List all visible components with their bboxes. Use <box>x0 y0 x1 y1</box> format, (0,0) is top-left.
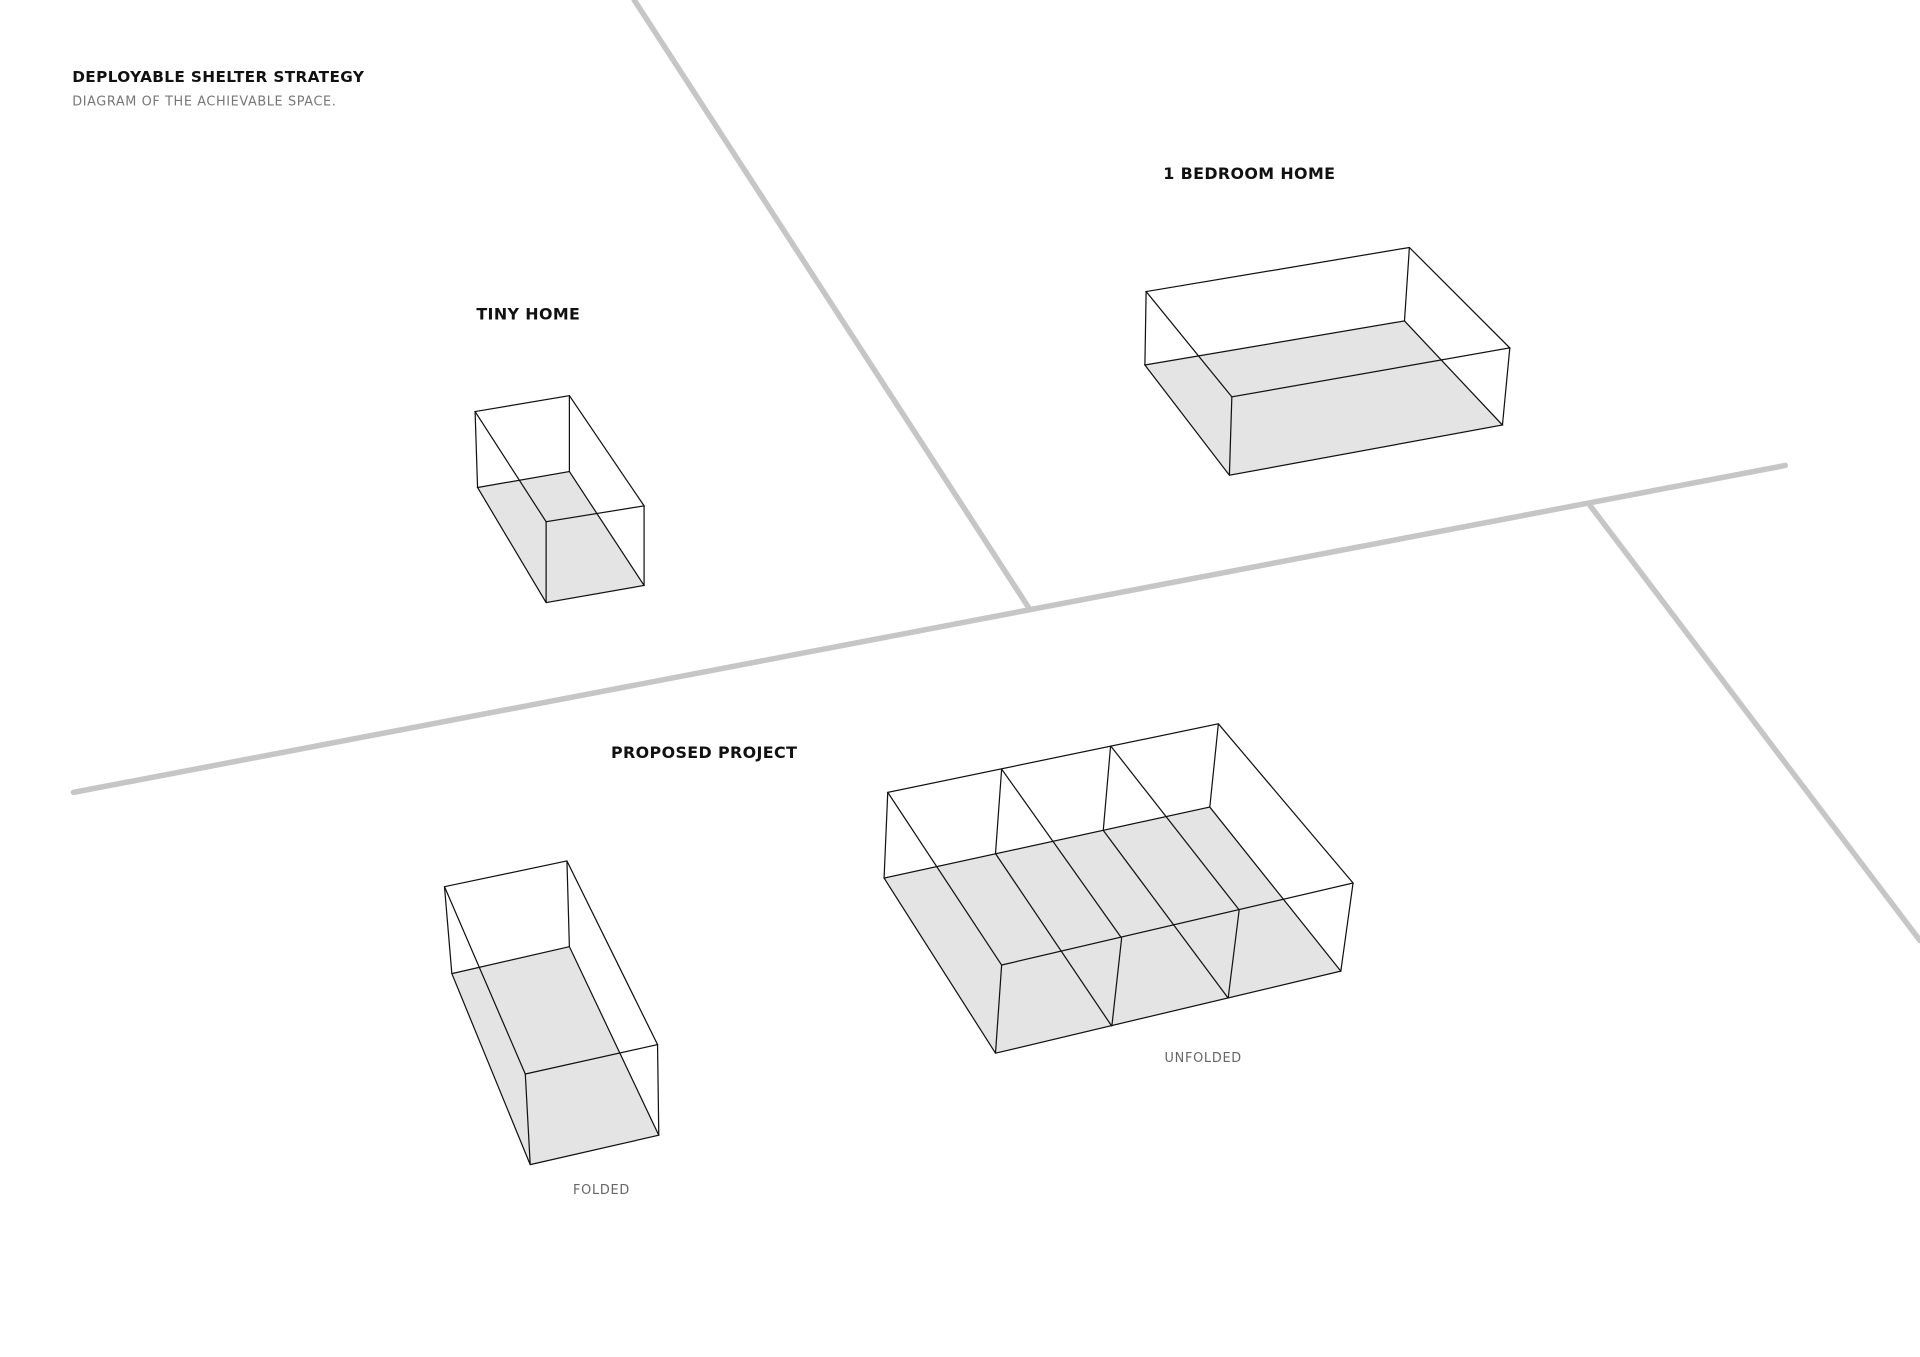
tiny-home-box <box>474 394 646 604</box>
label-tiny-home: TINY HOME <box>476 305 580 324</box>
label-1-bedroom-home: 1 BEDROOM HOME <box>1163 164 1335 183</box>
caption-folded: FOLDED <box>573 1183 630 1198</box>
diagram-title: DEPLOYABLE SHELTER STRATEGY <box>72 68 365 86</box>
folded-box <box>443 860 660 1166</box>
one-bedroom-box <box>1143 246 1512 476</box>
caption-unfolded: UNFOLDED <box>1164 1051 1241 1066</box>
unfolded-box <box>883 723 1355 1054</box>
divider-lines <box>70 0 1920 944</box>
label-proposed-project: PROPOSED PROJECT <box>611 743 797 762</box>
diagram-subtitle: DIAGRAM OF THE ACHIEVABLE SPACE. <box>72 94 336 109</box>
